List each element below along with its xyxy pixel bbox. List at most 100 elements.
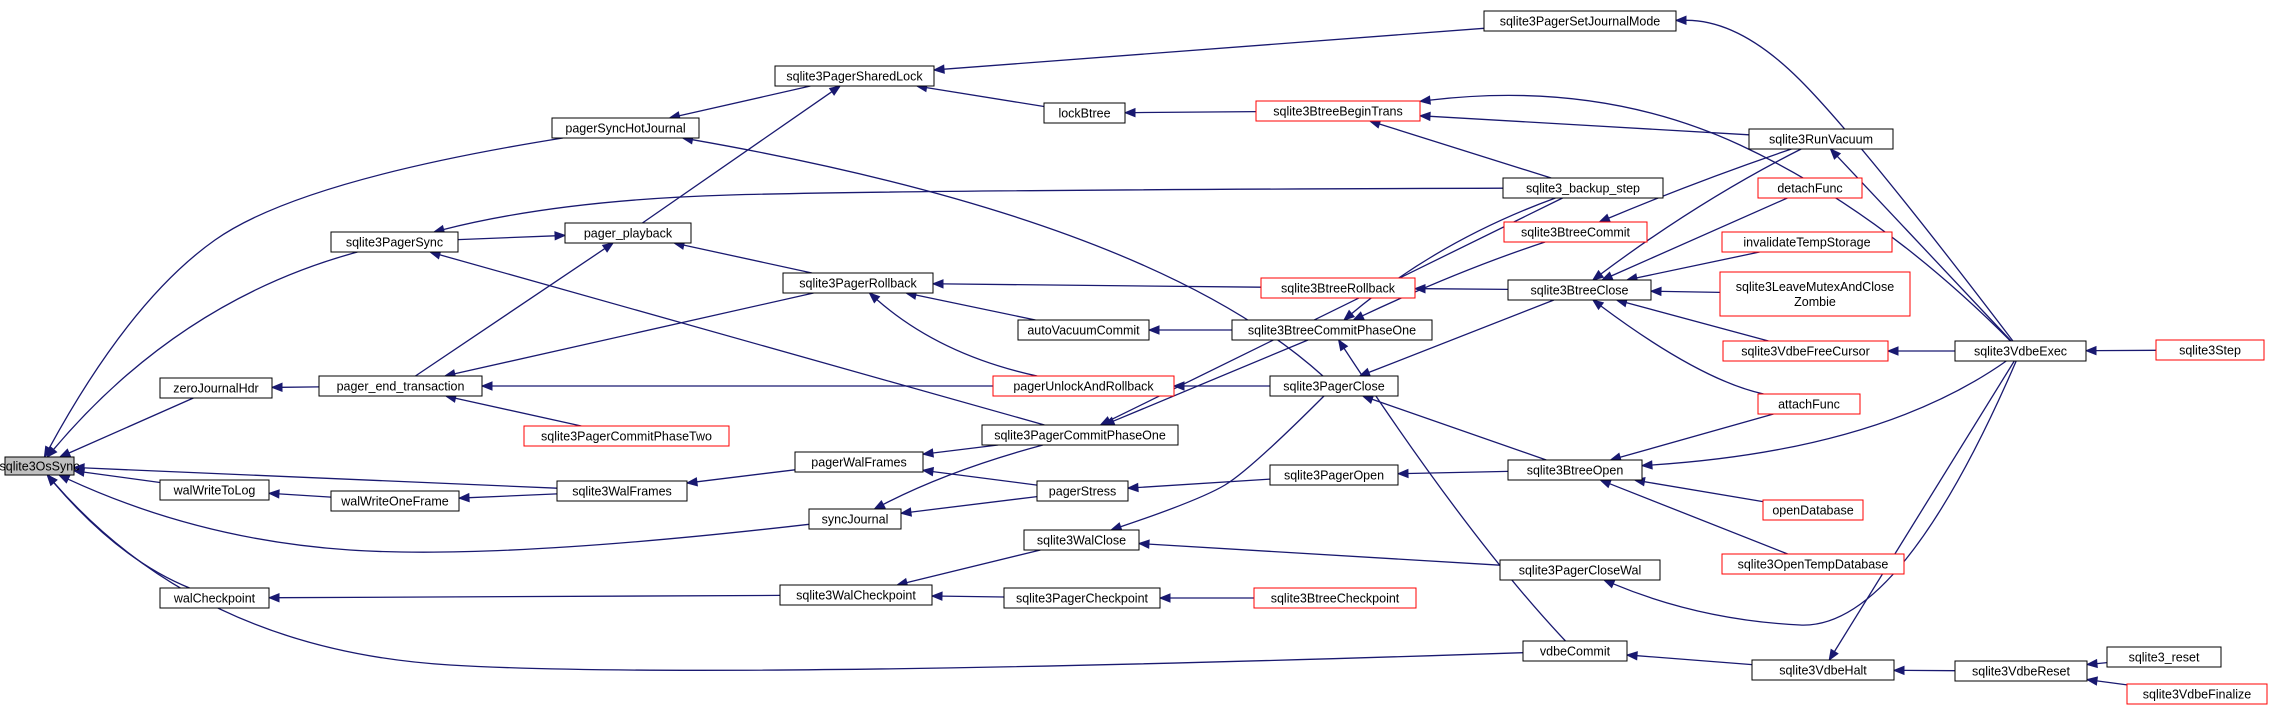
- edge-pagerWalFrames-to-sqlite3WalFrames: [685, 469, 796, 487]
- node-sqlite3_backup_step[interactable]: sqlite3_backup_step: [1502, 177, 1664, 199]
- node-pager_end_transaction[interactable]: pager_end_transaction: [318, 375, 483, 397]
- node-autoVacuumCommit[interactable]: autoVacuumCommit: [1017, 319, 1150, 341]
- node-sqlite3PagerOpen[interactable]: sqlite3PagerOpen: [1269, 464, 1399, 486]
- node-pagerWalFrames[interactable]: pagerWalFrames: [794, 451, 924, 473]
- node-invalidateTempStorage[interactable]: invalidateTempStorage: [1721, 231, 1893, 253]
- edge-sqlite3PagerSetJournalMode-to-sqlite3PagerSharedLock: [932, 27, 1485, 74]
- edge-arrowhead: [1591, 269, 1605, 281]
- node-sqlite3RunVacuum[interactable]: sqlite3RunVacuum: [1748, 128, 1894, 150]
- node-label: walWriteOneFrame: [340, 495, 448, 509]
- node-detachFunc[interactable]: detachFunc: [1757, 177, 1863, 199]
- node-sqlite3PagerCloseWal[interactable]: sqlite3PagerCloseWal: [1499, 559, 1661, 581]
- node-sqlite3OsSync[interactable]: sqlite3OsSync: [0, 456, 79, 476]
- edge-line: [1636, 655, 1753, 666]
- node-sqlite3BtreeCheckpoint[interactable]: sqlite3BtreeCheckpoint: [1253, 587, 1417, 609]
- node-label: sqlite3VdbeFreeCursor: [1741, 345, 1870, 359]
- edge-sqlite3PagerCommitPhaseOne-to-syncJournal: [873, 444, 1044, 510]
- node-sqlite3PagerSync[interactable]: sqlite3PagerSync: [330, 231, 459, 253]
- edge-arrowhead: [46, 445, 58, 459]
- edge-line: [68, 397, 194, 454]
- node-label: invalidateTempStorage: [1743, 236, 1870, 250]
- edge-line: [696, 469, 796, 483]
- edge-line: [1112, 339, 1309, 422]
- edge-line: [48, 137, 564, 449]
- node-walWriteOneFrame[interactable]: walWriteOneFrame: [330, 490, 460, 512]
- edge-pager_end_transaction-to-pager_playback: [415, 242, 615, 377]
- node-sqlite3BtreeOpen[interactable]: sqlite3BtreeOpen: [1507, 459, 1643, 481]
- node-zeroJournalHdr[interactable]: zeroJournalHdr: [159, 377, 273, 399]
- node-lockBtree[interactable]: lockBtree: [1043, 102, 1126, 124]
- node-box: [794, 451, 924, 473]
- node-sqlite3BtreeBeginTrans[interactable]: sqlite3BtreeBeginTrans: [1255, 100, 1421, 122]
- edge-line: [457, 235, 556, 241]
- edge-autoVacuumCommit-to-sqlite3PagerRollback: [904, 290, 1036, 321]
- node-sqlite3PagerCheckpoint[interactable]: sqlite3PagerCheckpoint: [1003, 587, 1161, 609]
- node-pager_playback[interactable]: pager_playback: [564, 222, 692, 244]
- node-sqlite3PagerCommitPhaseTwo[interactable]: sqlite3PagerCommitPhaseTwo: [523, 425, 730, 447]
- node-walWriteToLog[interactable]: walWriteToLog: [159, 479, 270, 501]
- edge-openDatabase-to-sqlite3BtreeOpen: [1633, 477, 1764, 503]
- node-box: [1954, 660, 2088, 682]
- node-sqlite3Step[interactable]: sqlite3Step: [2155, 339, 2265, 361]
- edge-line: [278, 594, 781, 599]
- node-openDatabase[interactable]: openDatabase: [1762, 499, 1864, 521]
- edge-line: [876, 299, 1038, 377]
- edge-arrowhead: [1602, 579, 1616, 589]
- node-sqlite3BtreeCommitPhaseOne[interactable]: sqlite3BtreeCommitPhaseOne: [1231, 319, 1433, 341]
- node-sqlite3PagerCommitPhaseOne[interactable]: sqlite3PagerCommitPhaseOne: [981, 424, 1179, 446]
- edge-arrowhead: [72, 463, 85, 473]
- node-box: [2155, 339, 2265, 361]
- node-pagerUnlockAndRollback[interactable]: pagerUnlockAndRollback: [992, 375, 1175, 397]
- node-pagerStress[interactable]: pagerStress: [1036, 480, 1129, 502]
- node-walCheckpoint[interactable]: walCheckpoint: [159, 587, 270, 609]
- node-box: [159, 479, 270, 501]
- node-vdbeCommit[interactable]: vdbeCommit: [1522, 640, 1628, 662]
- node-box: [4, 456, 75, 476]
- node-sqlite3PagerRollback[interactable]: sqlite3PagerRollback: [782, 272, 934, 294]
- node-sqlite3OpenTempDatabase[interactable]: sqlite3OpenTempDatabase: [1721, 553, 1905, 575]
- node-sqlite3VdbeReset[interactable]: sqlite3VdbeReset: [1954, 660, 2088, 682]
- node-sqlite3VdbeExec[interactable]: sqlite3VdbeExec: [1954, 340, 2087, 362]
- edge-sqlite3PagerCloseWal-to-sqlite3WalClose: [1137, 539, 1501, 566]
- node-sqlite3PagerSetJournalMode[interactable]: sqlite3PagerSetJournalMode: [1483, 10, 1677, 32]
- node-sqlite3PagerSharedLock[interactable]: sqlite3PagerSharedLock: [774, 65, 935, 87]
- node-label: sqlite3PagerSync: [346, 236, 443, 250]
- node-box: [1017, 319, 1150, 341]
- node-sqlite3VdbeFinalize[interactable]: sqlite3VdbeFinalize: [2126, 683, 2268, 705]
- node-sqlite3VdbeFreeCursor[interactable]: sqlite3VdbeFreeCursor: [1722, 340, 1889, 362]
- node-box: [1003, 587, 1161, 609]
- node-label: sqlite3OsSync: [0, 460, 79, 474]
- edge-sqlite3VdbeFinalize-to-sqlite3VdbeReset: [2085, 676, 2128, 686]
- node-sqlite3WalCheckpoint[interactable]: sqlite3WalCheckpoint: [779, 584, 933, 606]
- node-sqlite3WalFrames[interactable]: sqlite3WalFrames: [556, 480, 688, 502]
- edge-line: [1612, 360, 2017, 626]
- node-sqlite3WalClose[interactable]: sqlite3WalClose: [1023, 529, 1140, 551]
- edge-pagerUnlockAndRollback-to-sqlite3PagerRollback: [868, 292, 1038, 377]
- node-box: [1502, 177, 1664, 199]
- node-sqlite3BtreeCommit[interactable]: sqlite3BtreeCommit: [1503, 221, 1648, 243]
- edge-line: [1609, 483, 1788, 555]
- edge-sqlite3BtreeRollback-to-sqlite3PagerRollback: [931, 279, 1262, 289]
- edge-sqlite3RunVacuum-to-sqlite3BtreeBeginTrans: [1418, 111, 1750, 136]
- node-sqlite3BtreeClose[interactable]: sqlite3BtreeClose: [1507, 279, 1652, 301]
- node-box: [1722, 340, 1889, 362]
- edge-arrowhead: [1598, 213, 1611, 223]
- node-box: [1043, 102, 1126, 124]
- edge-arrowhead: [601, 242, 615, 253]
- edge-line: [83, 471, 161, 484]
- edge-arrowhead: [57, 474, 71, 484]
- node-pagerSyncHotJournal[interactable]: pagerSyncHotJournal: [551, 117, 700, 139]
- edge-arrowhead: [1352, 311, 1365, 321]
- node-label: syncJournal: [822, 513, 889, 527]
- node-sqlite3VdbeHalt[interactable]: sqlite3VdbeHalt: [1751, 659, 1895, 681]
- node-syncJournal[interactable]: syncJournal: [808, 508, 902, 530]
- node-sqlite3BtreeRollback[interactable]: sqlite3BtreeRollback: [1260, 277, 1416, 299]
- edge-line: [1109, 197, 1563, 422]
- node-attachFunc[interactable]: attachFunc: [1757, 393, 1861, 415]
- edge-line: [1343, 348, 1566, 642]
- edge-line: [1833, 360, 2015, 652]
- edge-sqlite3PagerRollback-to-pager_playback: [672, 240, 813, 274]
- node-sqlite3_reset[interactable]: sqlite3_reset: [2106, 646, 2222, 668]
- node-sqlite3PagerClose[interactable]: sqlite3PagerClose: [1269, 375, 1399, 397]
